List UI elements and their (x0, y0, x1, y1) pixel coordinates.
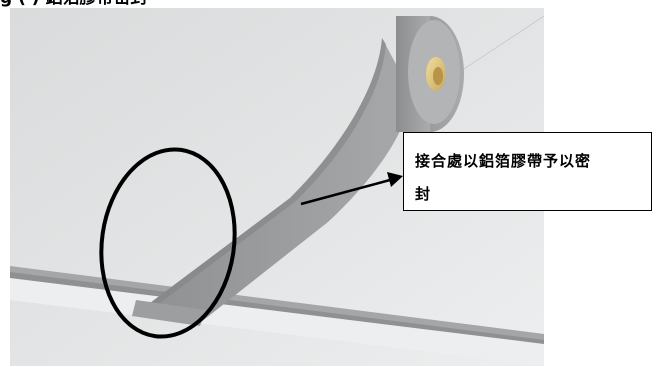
arrow-head-icon (387, 172, 403, 187)
figure-heading: g ( ) 鋁箔膠帶密封 (0, 0, 147, 9)
callout-text-line-1: 接合處以鋁箔膠帶予以密 (415, 152, 592, 170)
board-edge-shadow (10, 266, 544, 341)
tape-edge-strip (132, 300, 206, 326)
callout-arrow (300, 178, 391, 206)
tape-roll-illustration (10, 8, 544, 366)
highlight-circle-icon (99, 147, 237, 339)
callout-box: 接合處以鋁箔膠帶予以密 封 (403, 132, 652, 211)
callout-text-line-2: 封 (415, 185, 432, 203)
